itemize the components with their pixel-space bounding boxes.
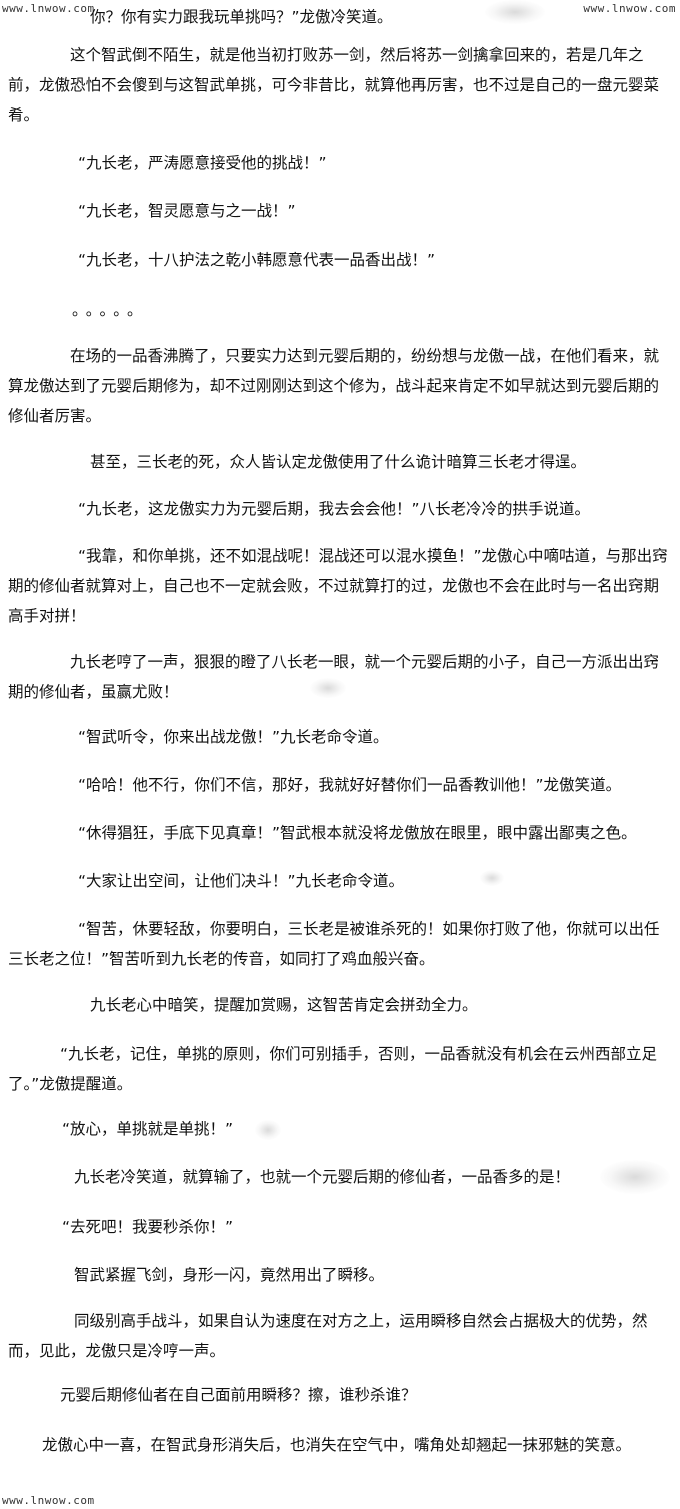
paragraph-1: 你？你有实力跟我玩单挑吗？”龙傲冷笑道。 [90,8,393,26]
paragraph-22: 智武紧握飞剑，身形一闪，竟然用出了瞬移。 [74,1266,385,1284]
scan-smudge [485,0,545,24]
paragraph-9: “九长老，这龙傲实力为元婴后期，我去会会他！”八长老冷冷的拱手说道。 [78,500,591,518]
paragraph-20: 九长老冷笑道，就算输了，也就一个元婴后期的修仙者，一品香多的是！ [74,1168,571,1186]
paragraph-18: “九长老，记住，单挑的原则，你们可别插手，否则，一品香就没有机会在云州西部立足了… [8,1045,658,1093]
paragraph-14: “休得猖狂，手底下见真章！”智武根本就没将龙傲放在眼里，眼中露出鄙夷之色。 [78,824,637,842]
paragraph-25: 龙傲心中一喜，在智武身形消失后，也消失在空气中，嘴角处却翘起一抹邪魅的笑意。 [42,1436,632,1454]
watermark-top-left: www.lnwow.com [2,2,95,15]
paragraph-11: 九长老哼了一声，狠狠的瞪了八长老一眼，就一个元婴后期的小子，自己一方派出出窍期的… [8,653,660,701]
scan-smudge [255,1120,281,1140]
paragraph-12: “智武听令，你来出战龙傲！”九长老命令道。 [78,728,389,746]
paragraph-8: 甚至，三长老的死，众人皆认定龙傲使用了什么诡计暗算三长老才得逞。 [90,453,587,471]
watermark-top-right: www.lnwow.com [583,2,676,15]
paragraph-15: “大家让出空间，让他们决斗！”九长老命令道。 [78,872,405,890]
paragraph-3: “九长老，严涛愿意接受他的挑战！” [78,154,327,172]
scan-smudge [480,870,504,886]
paragraph-17: 九长老心中暗笑，提醒加赏赐，这智苦肯定会拼劲全力。 [90,996,478,1014]
paragraph-7: 在场的一品香沸腾了，只要实力达到元婴后期的，纷纷想与龙傲一战，在他们看来，就算龙… [8,347,660,425]
paragraph-6: 。。。。。 [72,301,149,319]
paragraph-23: 同级别高手战斗，如果自认为速度在对方之上，运用瞬移自然会占据极大的优势，然而，见… [8,1312,648,1360]
paragraph-19: “放心，单挑就是单挑！” [62,1120,234,1138]
paragraph-2: 这个智武倒不陌生，就是他当初打败苏一剑，然后将苏一剑擒拿回来的，若是几年之前，龙… [8,46,660,124]
paragraph-21: “去死吧！我要秒杀你！” [62,1218,234,1236]
scan-smudge [600,1160,670,1194]
scan-smudge [310,678,346,698]
paragraph-24: 元婴后期修仙者在自己面前用瞬移？擦，谁秒杀谁？ [60,1386,417,1404]
watermark-bottom-left: www.lnwow.com [2,1494,95,1507]
paragraph-4: “九长老，智灵愿意与之一战！” [78,202,296,220]
paragraph-13: “哈哈！他不行，你们不信，那好，我就好好替你们一品香教训他！”龙傲笑道。 [78,776,622,794]
paragraph-5: “九长老，十八护法之乾小韩愿意代表一品香出战！” [78,251,436,269]
paragraph-10: “我靠，和你单挑，还不如混战呢！混战还可以混水摸鱼！”龙傲心中嘀咕道，与那出窍期… [8,547,668,625]
paragraph-16: “智苦，休要轻敌，你要明白，三长老是被谁杀死的！如果你打败了他，你就可以出任三长… [8,920,660,968]
